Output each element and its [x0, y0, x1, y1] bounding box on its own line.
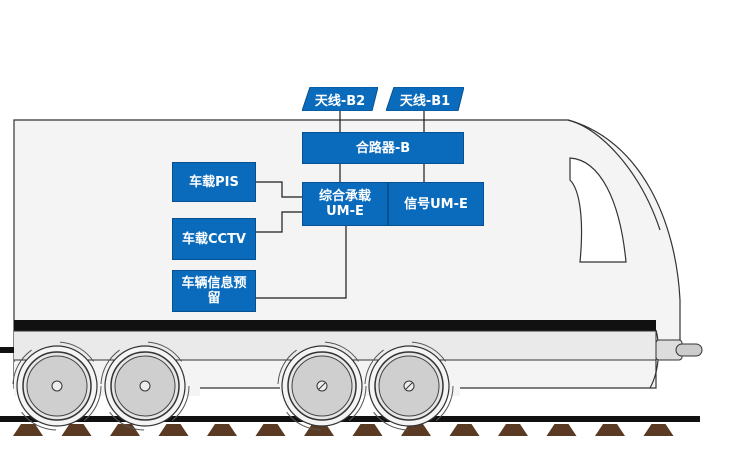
sleeper [255, 424, 286, 436]
wheel-4 [364, 341, 454, 431]
front-coupler-head [675, 343, 703, 357]
sleeper [498, 424, 528, 436]
umb-label-line1: 综合承载 [318, 189, 371, 204]
pis-label: 车载PIS [189, 174, 239, 190]
sleeper [449, 424, 480, 436]
left-coupler [0, 347, 14, 353]
sleeper [158, 424, 189, 436]
antenna-b1-label: 天线-B1 [399, 93, 451, 109]
combiner-label: 合路器-B [355, 140, 411, 156]
antenna-b1: 天线-B1 [386, 87, 464, 111]
sleepers [13, 424, 674, 436]
antenna-b2: 天线-B2 [302, 87, 378, 111]
rail [0, 416, 700, 422]
sleeper [352, 424, 383, 436]
cab-window [569, 157, 627, 263]
antenna-b2-label: 天线-B2 [314, 93, 366, 109]
wheel-3 [277, 341, 367, 431]
reserve-label-line1: 车辆信息预 [181, 276, 247, 291]
umb-label-line2: UM-E [326, 204, 364, 219]
connection-lines [256, 110, 425, 299]
cctv-box: 车载CCTV [172, 218, 256, 260]
wheel-2 [100, 341, 190, 431]
underbody-stripe [14, 320, 656, 331]
sleeper [61, 424, 92, 436]
wheels [12, 341, 454, 431]
wheel-1 [12, 341, 102, 431]
sleeper [401, 424, 431, 436]
cctv-label: 车载CCTV [181, 231, 246, 247]
combiner-box: 合路器-B [302, 132, 464, 164]
sleeper [643, 424, 674, 436]
sleeper [207, 424, 237, 436]
sleeper [595, 424, 625, 436]
pis-box: 车载PIS [172, 162, 256, 202]
train-nose-curve [567, 119, 661, 231]
reserve-box: 车辆信息预 留 [172, 270, 256, 312]
signal-label: 信号UM-E [404, 196, 468, 212]
sleeper [13, 424, 43, 436]
umb-box: 综合承载 UM-E [302, 182, 388, 226]
signal-box: 信号UM-E [388, 182, 484, 226]
sleeper [546, 424, 577, 436]
reserve-label-line2: 留 [207, 291, 221, 306]
sleeper [110, 424, 140, 436]
